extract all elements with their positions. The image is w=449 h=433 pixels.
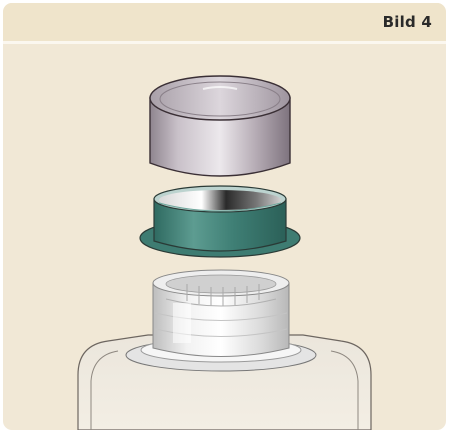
- assembly-illustration: [3, 3, 446, 430]
- bottle-neck: [153, 270, 289, 357]
- adapter-ring: [140, 186, 300, 257]
- figure-panel: Bild 4: [3, 3, 446, 430]
- cap: [150, 76, 290, 176]
